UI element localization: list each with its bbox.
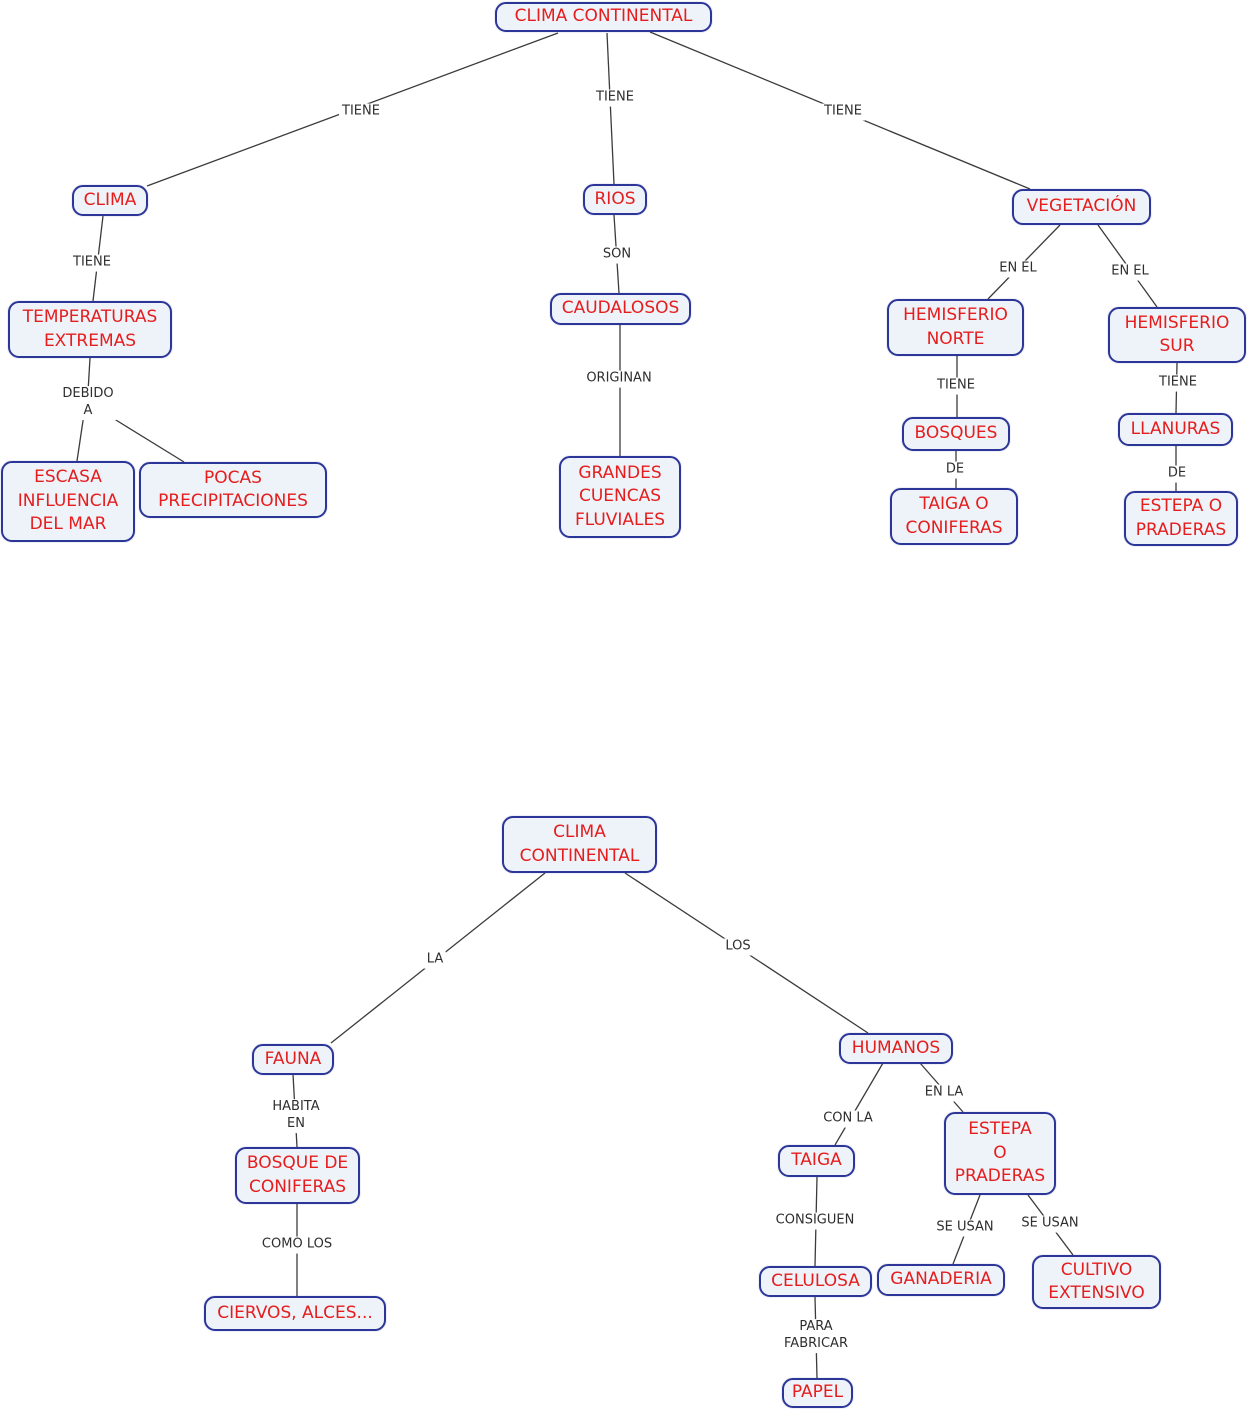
edge-root-rios — [606, 32, 615, 185]
link-label-para-fabricar[interactable]: PARA FABRICAR — [781, 1319, 851, 1353]
edge-debidoa-escasa — [76, 413, 85, 462]
node-clima[interactable]: CLIMA — [72, 185, 148, 216]
node-clima-continental-2[interactable]: CLIMA CONTINENTAL — [502, 816, 657, 873]
link-label-de-1[interactable]: DE — [942, 461, 968, 479]
link-label-como-los[interactable]: COMO LOS — [258, 1236, 336, 1254]
link-label-en-el-2[interactable]: EN EL — [1108, 263, 1152, 281]
node-hemisferio-norte[interactable]: HEMISFERIO NORTE — [887, 299, 1024, 356]
node-papel[interactable]: PAPEL — [782, 1378, 853, 1408]
link-label-se-usan-1[interactable]: SE USAN — [933, 1219, 997, 1237]
node-pocas-precipitaciones[interactable]: POCAS PRECIPITACIONES — [139, 462, 327, 518]
link-label-consiguen[interactable]: CONSIGUEN — [772, 1212, 858, 1230]
link-label-en-la[interactable]: EN LA — [921, 1084, 967, 1102]
node-temperaturas-extremas[interactable]: TEMPERATURAS EXTREMAS — [8, 301, 172, 358]
node-taiga-o-coniferas[interactable]: TAIGA O CONIFERAS — [890, 488, 1018, 545]
node-caudalosos[interactable]: CAUDALOSOS — [550, 293, 691, 325]
link-label-tiene-4[interactable]: TIENE — [70, 254, 114, 272]
node-fauna[interactable]: FAUNA — [252, 1044, 334, 1075]
node-estepa-o-praderas-2[interactable]: ESTEPA O PRADERAS — [944, 1112, 1056, 1195]
edge-humanos-taiga — [834, 1062, 884, 1146]
link-label-habita-en[interactable]: HABITA EN — [269, 1099, 323, 1133]
link-label-con-la[interactable]: CON LA — [820, 1110, 876, 1128]
node-hemisferio-sur[interactable]: HEMISFERIO SUR — [1108, 307, 1246, 363]
node-cultivo-extensivo[interactable]: CULTIVO EXTENSIVO — [1032, 1255, 1161, 1309]
link-label-tiene-5[interactable]: TIENE — [934, 377, 978, 395]
node-grandes-cuencas-fluviales[interactable]: GRANDES CUENCAS FLUVIALES — [559, 456, 681, 538]
link-label-tiene-6[interactable]: TIENE — [1156, 374, 1200, 392]
node-taiga[interactable]: TAIGA — [778, 1145, 855, 1177]
node-clima-continental[interactable]: CLIMA CONTINENTAL — [495, 2, 712, 32]
link-label-son[interactable]: SON — [599, 246, 635, 264]
link-label-tiene-1[interactable]: TIENE — [339, 103, 383, 121]
link-label-originan[interactable]: ORIGINAN — [583, 370, 655, 388]
link-label-tiene-2[interactable]: TIENE — [593, 89, 637, 107]
node-ciervos-alces[interactable]: CIERVOS, ALCES... — [204, 1296, 386, 1331]
node-celulosa[interactable]: CELULOSA — [759, 1266, 872, 1297]
node-ganaderia[interactable]: GANADERIA — [877, 1264, 1005, 1296]
node-humanos[interactable]: HUMANOS — [839, 1033, 953, 1064]
link-label-los[interactable]: LOS — [722, 938, 754, 956]
node-bosque-de-coniferas[interactable]: BOSQUE DE CONIFERAS — [235, 1147, 360, 1204]
node-rios[interactable]: RIOS — [583, 184, 647, 215]
edge-debidoa-pocas — [110, 416, 185, 463]
node-llanuras[interactable]: LLANURAS — [1118, 413, 1233, 446]
node-escasa-influencia-del-mar[interactable]: ESCASA INFLUENCIA DEL MAR — [1, 461, 135, 542]
node-vegetacion[interactable]: VEGETACIÓN — [1012, 189, 1151, 225]
link-label-tiene-3[interactable]: TIENE — [821, 103, 865, 121]
link-label-de-2[interactable]: DE — [1164, 465, 1190, 483]
node-bosques[interactable]: BOSQUES — [902, 417, 1010, 451]
link-label-se-usan-2[interactable]: SE USAN — [1018, 1215, 1082, 1233]
node-estepa-o-praderas[interactable]: ESTEPA O PRADERAS — [1124, 491, 1238, 546]
link-label-debido-a[interactable]: DEBIDO A — [59, 386, 117, 420]
link-label-en-el-1[interactable]: EN EL — [996, 260, 1040, 278]
link-label-la[interactable]: LA — [423, 951, 447, 969]
